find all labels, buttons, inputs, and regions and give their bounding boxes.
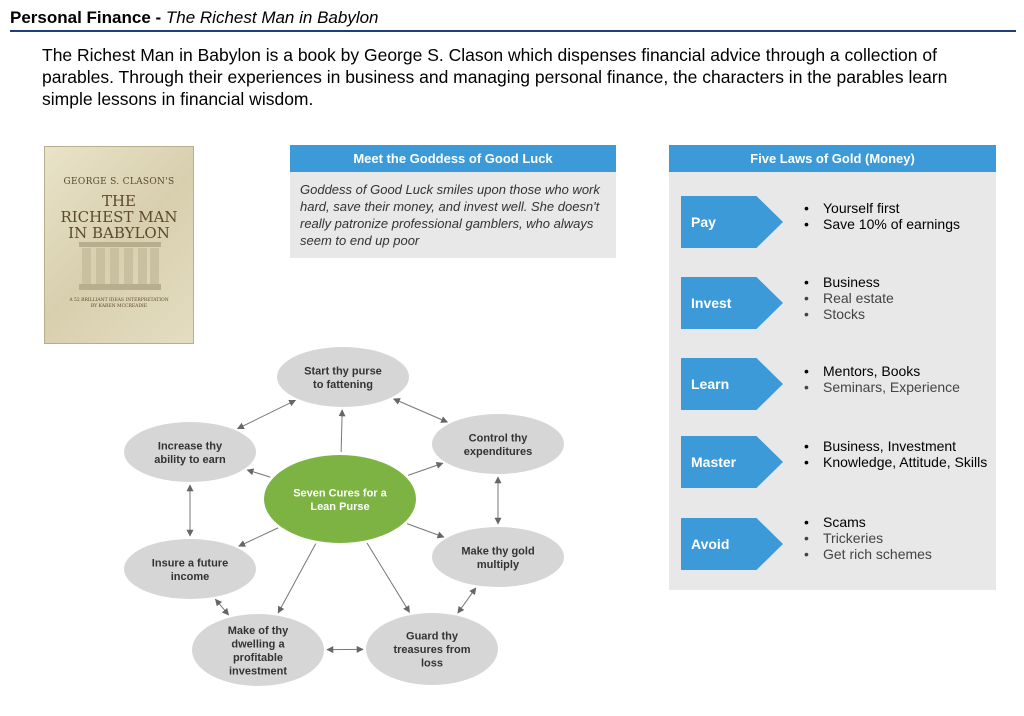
connector-arrow (406, 523, 445, 539)
law-chevron: Avoid (681, 518, 783, 570)
cure-node-label: Increase thy (158, 440, 223, 452)
book-cover-title-line: IN BABYLON (68, 224, 170, 242)
cure-node-label: dwelling a (231, 638, 285, 650)
page-title-subtitle: The Richest Man in Babylon (165, 8, 379, 27)
law-chevron: Invest (681, 277, 783, 329)
law-chevron: Learn (681, 358, 783, 410)
connector-arrow (392, 398, 449, 423)
cure-node-label: Insure a future (152, 557, 228, 569)
law-bullets: Mentors, Books Seminars, Experience (801, 363, 1001, 395)
cure-node-label: Make of thy (228, 625, 289, 637)
cure-node (366, 613, 498, 685)
law-chevron: Master (681, 436, 783, 488)
law-bullets: Business Real estate Stocks (801, 274, 1001, 322)
laws-panel: Pay Yourself first Save 10% of earnings … (669, 172, 996, 590)
connector-arrow (246, 468, 271, 478)
law-bullets: Scams Trickeries Get rich schemes (801, 514, 1001, 562)
law-bullet: Business (801, 274, 1001, 290)
law-bullet: Seminars, Experience (801, 379, 1001, 395)
book-cover-image: GEORGE S. CLASON'S THE RICHEST MAN IN BA… (44, 146, 194, 344)
goddess-text: Goddess of Good Luck smiles upon those w… (290, 172, 616, 258)
connector-arrow (366, 542, 410, 613)
cure-node (432, 414, 564, 474)
law-bullet: Save 10% of earnings (801, 216, 1001, 232)
cure-node (432, 527, 564, 587)
cure-node (124, 539, 256, 599)
connector-arrow (407, 461, 444, 476)
cure-node-label: expenditures (464, 446, 532, 458)
cure-node-label: Guard thy (406, 631, 459, 643)
cures-center-node (264, 455, 416, 543)
law-bullet: Trickeries (801, 530, 1001, 546)
connector-arrow (338, 409, 346, 453)
law-bullet: Stocks (801, 306, 1001, 322)
cure-node-label: Make thy gold (461, 545, 534, 557)
book-cover-author: GEORGE S. CLASON'S (63, 177, 175, 187)
cure-node-label: ability to earn (154, 454, 226, 466)
law-bullet: Yourself first (801, 200, 1001, 216)
laws-heading: Five Laws of Gold (Money) (669, 145, 996, 172)
cure-node-label: income (171, 571, 210, 583)
book-cover-title-line: RICHEST MAN (60, 208, 178, 226)
book-cover-blurb-line: BY KAREN MCCREADIE (90, 304, 148, 309)
law-bullets: Yourself first Save 10% of earnings (801, 200, 1001, 232)
connector-arrow (277, 543, 317, 614)
cure-node-label: investment (229, 665, 287, 677)
law-bullet: Real estate (801, 290, 1001, 306)
cures-center-label: Seven Cures for a (293, 487, 387, 499)
cure-node-label: profitable (233, 652, 283, 664)
cure-node-label: treasures from (393, 644, 470, 656)
goddess-heading: Meet the Goddess of Good Luck (290, 145, 616, 172)
cures-center-label: Lean Purse (310, 501, 369, 513)
book-cover-title-line: THE (101, 192, 137, 210)
book-cover-title: THE RICHEST MAN IN BABYLON (49, 193, 189, 241)
book-cover-blurb: A 52 BRILLIANT IDEAS INTERPRETATION BY K… (53, 298, 185, 310)
cure-node-label: loss (421, 658, 443, 670)
cure-node (124, 422, 256, 482)
cure-node-label: Start thy purse (304, 365, 382, 377)
law-bullet: Scams (801, 514, 1001, 530)
pillars-icon (79, 242, 161, 290)
law-bullet: Knowledge, Attitude, Skills (801, 454, 1001, 470)
page-title: Personal Finance - The Richest Man in Ba… (10, 6, 1016, 32)
connector-arrow (236, 399, 297, 430)
cure-node (277, 347, 409, 407)
cure-node-label: to fattening (313, 379, 373, 391)
cure-node-label: Control thy (469, 432, 529, 444)
law-bullet: Get rich schemes (801, 546, 1001, 562)
connector-arrow (457, 587, 477, 614)
intro-paragraph: The Richest Man in Babylon is a book by … (42, 45, 948, 109)
cure-node-label: multiply (477, 559, 520, 571)
law-bullets: Business, Investment Knowledge, Attitude… (801, 438, 1001, 470)
connector-arrow (238, 527, 279, 547)
page-title-main: Personal Finance - (10, 8, 166, 27)
book-cover-blurb-line: A 52 BRILLIANT IDEAS INTERPRETATION (69, 298, 169, 303)
law-chevron: Pay (681, 196, 783, 248)
connector-arrow (215, 598, 230, 616)
cure-node (192, 614, 324, 686)
law-bullet: Business, Investment (801, 438, 1001, 454)
law-bullet: Mentors, Books (801, 363, 1001, 379)
